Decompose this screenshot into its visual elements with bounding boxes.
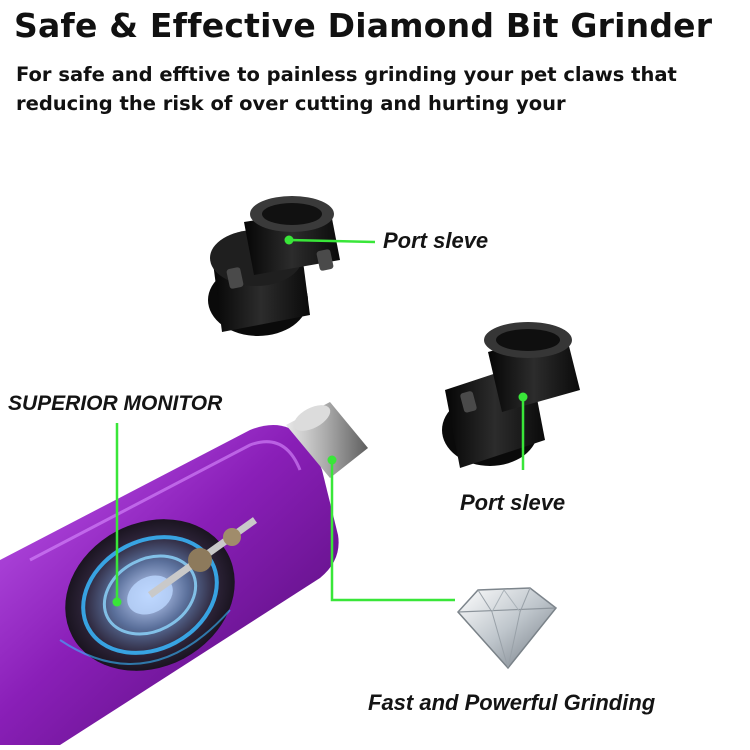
diamond-graphic [456,587,558,670]
leader-lines [115,238,525,602]
port-sleeve-label-top: Port sleve [383,228,489,253]
leader-dots [112,235,528,607]
grinding-label: Fast and Powerful Grinding [368,690,656,715]
port-sleeve-label-bottom: Port sleve [460,490,566,515]
motor-label: SUPERIOR MONITOR [8,392,223,415]
subtitle: For safe and efftive to painless grindin… [16,63,677,115]
port-sleeve-bottom [442,322,580,468]
grinder-body [0,402,368,745]
port-sleeve-top [208,196,340,336]
headline: Safe & Effective Diamond Bit Grinder [14,6,713,45]
